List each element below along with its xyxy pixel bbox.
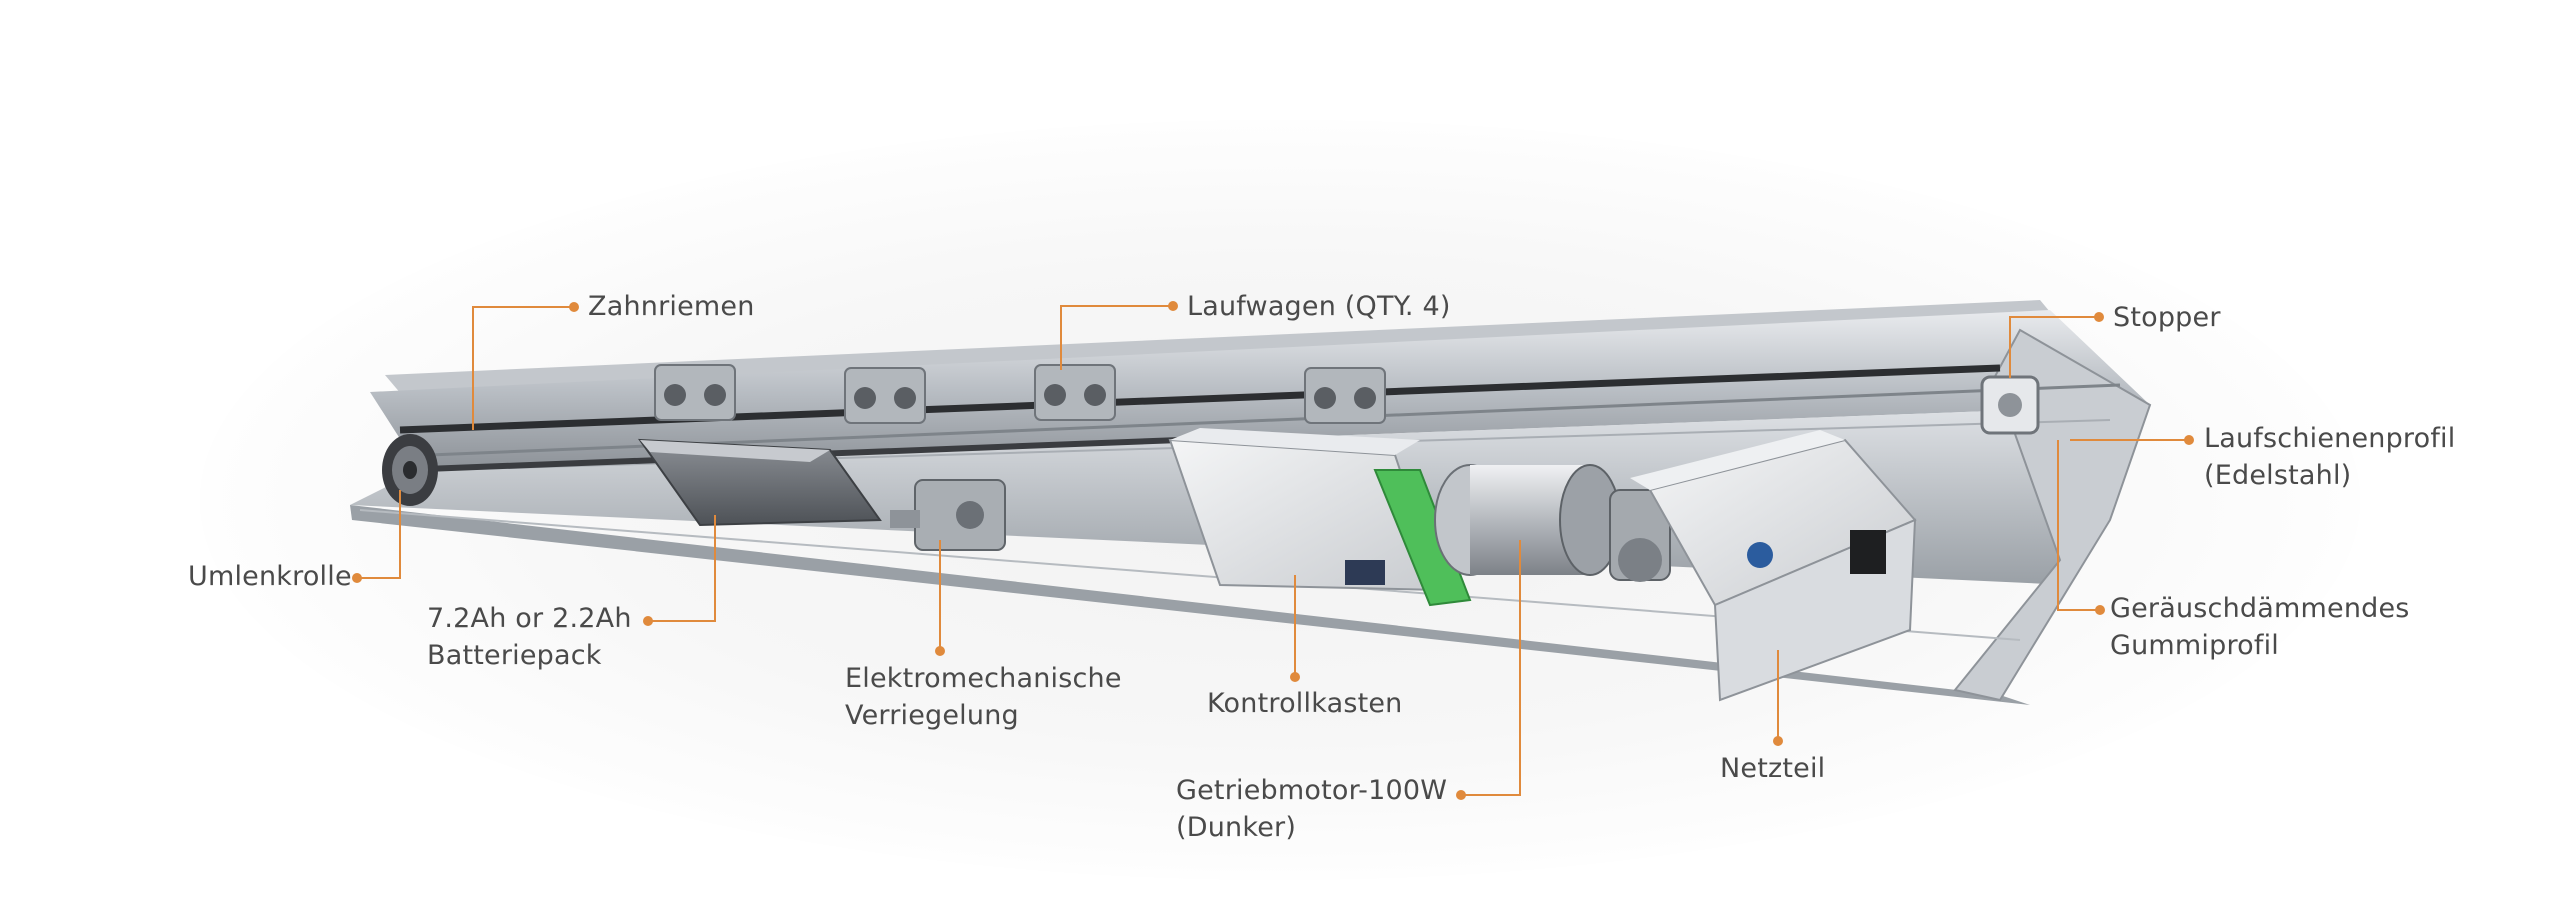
leader-dot-umlenkrolle bbox=[352, 573, 362, 583]
carriage-2 bbox=[844, 367, 926, 424]
leader-dot-laufschiene bbox=[2184, 435, 2194, 445]
leader-batterie bbox=[648, 515, 716, 622]
leader-dot-batterie bbox=[643, 616, 653, 626]
leader-motor bbox=[1461, 540, 1521, 796]
leader-dot-verriegelung bbox=[935, 646, 945, 656]
label-netzteil: Netzteil bbox=[1720, 753, 1826, 784]
carriage-4 bbox=[1304, 367, 1386, 424]
leader-dot-stopper bbox=[2094, 312, 2104, 322]
control-box-window bbox=[1345, 560, 1385, 585]
leader-gummi bbox=[2057, 440, 2100, 611]
label-umlenkrolle: Umlenkrolle bbox=[188, 561, 352, 592]
carriage-1 bbox=[654, 364, 736, 421]
leader-dots bbox=[352, 301, 2194, 800]
leader-stopper bbox=[2009, 316, 2099, 378]
electromechanical-lock bbox=[890, 479, 1006, 551]
leader-lines bbox=[357, 305, 2189, 796]
label-batteriepack-line2: Batteriepack bbox=[427, 640, 602, 671]
label-stopper: Stopper bbox=[2113, 302, 2221, 333]
label-gummiprofil-line1: Geräuschdämmendes bbox=[2110, 593, 2410, 624]
label-verriegelung: Elektromechanische Verriegelung bbox=[845, 660, 1122, 734]
rail-bottom-lip bbox=[350, 505, 2030, 705]
pulley bbox=[382, 434, 438, 506]
label-getriebmotor-line1: Getriebmotor-100W bbox=[1176, 775, 1448, 806]
label-laufschienenprofil-line1: Laufschienenprofil bbox=[2204, 423, 2456, 454]
leader-dot-kontrollkasten bbox=[1290, 672, 1300, 682]
leader-umlenkrolle bbox=[357, 490, 401, 579]
power-socket bbox=[1850, 530, 1886, 574]
label-verriegelung-line1: Elektromechanische bbox=[845, 663, 1122, 694]
leader-zahnriemen bbox=[472, 306, 574, 430]
label-batteriepack-line1: 7.2Ah or 2.2Ah bbox=[427, 603, 632, 634]
carriage-3 bbox=[1034, 364, 1116, 421]
leader-dot-zahnriemen bbox=[569, 302, 579, 312]
rail-top-face bbox=[370, 310, 2150, 470]
battery-pack bbox=[637, 438, 882, 527]
label-gummiprofil: Geräuschdämmendes Gummiprofil bbox=[2110, 590, 2410, 664]
label-kontrollkasten: Kontrollkasten bbox=[1207, 688, 1403, 719]
label-laufschienenprofil-line2: (Edelstahl) bbox=[2204, 460, 2352, 491]
power-supply-logo bbox=[1747, 542, 1773, 568]
label-batteriepack: 7.2Ah or 2.2Ah Batteriepack bbox=[427, 600, 632, 674]
leader-laufwagen bbox=[1060, 305, 1173, 370]
label-getriebmotor: Getriebmotor-100W (Dunker) bbox=[1176, 772, 1447, 846]
power-supply-top bbox=[1630, 430, 1845, 490]
battery-pack-lid bbox=[640, 440, 830, 462]
label-getriebmotor-line2: (Dunker) bbox=[1176, 812, 1297, 843]
label-zahnriemen: Zahnriemen bbox=[588, 291, 755, 322]
leader-dot-motor bbox=[1456, 790, 1466, 800]
label-laufschienenprofil: Laufschienenprofil (Edelstahl) bbox=[2204, 420, 2455, 494]
label-verriegelung-line2: Verriegelung bbox=[845, 700, 1019, 731]
stopper bbox=[1980, 375, 2040, 435]
control-box-top bbox=[1170, 428, 1420, 455]
label-gummiprofil-line2: Gummiprofil bbox=[2110, 630, 2280, 661]
label-laufwagen: Laufwagen (QTY. 4) bbox=[1187, 291, 1451, 322]
leader-dot-gummi bbox=[2095, 605, 2105, 615]
gear-motor bbox=[1434, 464, 1671, 582]
leader-dot-laufwagen bbox=[1168, 301, 1178, 311]
leader-dot-netzteil bbox=[1773, 736, 1783, 746]
terminal-block bbox=[1373, 469, 1472, 607]
